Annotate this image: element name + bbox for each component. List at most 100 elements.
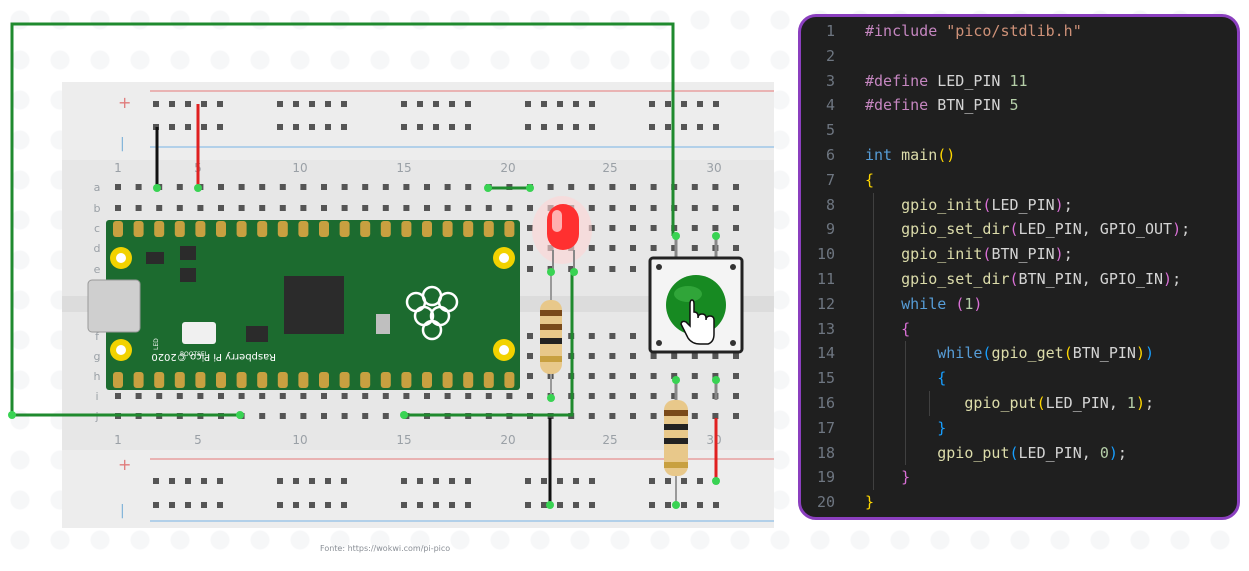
pico-pin (401, 221, 412, 237)
rail-hole (465, 101, 471, 107)
usb-port-icon (87, 279, 141, 333)
tie-point (527, 353, 533, 359)
tie-point (135, 205, 142, 211)
rail-hole (713, 502, 719, 508)
tie-point (527, 205, 533, 211)
code-token: BTN_PIN (991, 245, 1055, 264)
tie-point (444, 205, 451, 211)
rail-hole (525, 101, 531, 107)
rail-hole (649, 478, 655, 484)
code-token: () (937, 146, 956, 164)
code-token (865, 419, 937, 437)
rail-hole (541, 124, 547, 130)
rail-hole (713, 101, 719, 107)
row-letter: d (94, 242, 101, 255)
code-token: #define (865, 96, 938, 115)
column-number: 30 (706, 433, 721, 447)
pico-pin (298, 372, 309, 388)
tie-point (568, 184, 575, 190)
pico-pin (483, 221, 494, 237)
rail-minus-top: | (120, 136, 125, 152)
code-token: gpio_get (991, 344, 1064, 363)
tie-point (630, 393, 636, 399)
mounting-hole-center (116, 253, 126, 263)
tie-point (465, 184, 472, 190)
tie-point (444, 184, 451, 190)
tie-point (712, 205, 719, 211)
code-token: gpio_set_dir (901, 220, 1010, 239)
code-token: 5 (1009, 96, 1019, 115)
wire-green-loop (10, 22, 675, 415)
tie-point (403, 184, 410, 190)
tie-point (135, 184, 142, 190)
tie-point (691, 225, 698, 231)
row-letter: f (95, 330, 100, 343)
circuit-diagram: +|+|151015202530151015202530abcdefghijBO… (8, 22, 774, 528)
tie-point (135, 393, 142, 399)
row-letter: g (94, 350, 101, 363)
pico-pin (339, 221, 350, 237)
pico-pin (463, 372, 474, 388)
rail-hole (665, 502, 671, 508)
indent-guide (873, 192, 874, 491)
tie-point (630, 225, 636, 231)
tie-point (733, 225, 739, 231)
rail-hole (169, 101, 175, 107)
tie-point (527, 373, 533, 379)
line-number: 16 (816, 394, 835, 412)
tie-point (609, 225, 616, 231)
code-line: 19 } (801, 465, 1237, 490)
tie-point (650, 245, 657, 251)
rail-hole (309, 124, 315, 130)
bootsel-label: BOOTSEL (180, 351, 209, 358)
tie-point (588, 205, 595, 211)
code-token: gpio_init (901, 195, 983, 214)
pico-pin (360, 221, 371, 237)
rail-hole (649, 502, 655, 508)
chip-small (246, 326, 268, 342)
tie-point (259, 413, 266, 419)
hand-cursor-icon (680, 299, 715, 345)
rail-hole (293, 124, 299, 130)
tie-point (733, 353, 739, 359)
rail-hole (169, 124, 175, 130)
rail-hole (401, 101, 407, 107)
tie-point (300, 205, 307, 211)
rail-hole (433, 478, 439, 484)
pico-pin (277, 221, 288, 237)
rail-minus-bottom: | (120, 503, 125, 519)
tie-point (650, 225, 657, 231)
tie-point (300, 413, 307, 419)
button-screw (656, 340, 662, 346)
code-token: 0 (1099, 443, 1109, 462)
row-letter: i (95, 390, 98, 403)
rail-plus-bottom: + (118, 455, 131, 474)
code-token: gpio_put (937, 443, 1010, 462)
code-token: ; (1063, 245, 1073, 264)
code-line: 17 } (801, 416, 1237, 441)
tie-point (733, 373, 739, 379)
tie-point (362, 393, 369, 399)
tie-point (650, 353, 657, 359)
code-token (865, 468, 901, 486)
code-token (865, 394, 964, 412)
tie-point (218, 393, 224, 399)
tie-point (259, 205, 266, 211)
code-token: ( (1009, 220, 1019, 239)
line-number: 12 (816, 294, 835, 313)
pico-pin (298, 221, 309, 237)
rail-hole (277, 124, 283, 130)
rail-hole (665, 478, 671, 484)
code-token: LED_PIN (937, 71, 1010, 90)
code-line: 8 gpio_init(LED_PIN); (801, 193, 1237, 218)
rail-hole (681, 502, 687, 508)
line-number: 9 (825, 220, 835, 239)
wire-endpoint (712, 232, 720, 240)
mounting-hole-center (116, 345, 126, 355)
pico-pin (504, 372, 515, 388)
rail-plus-top: + (118, 93, 131, 112)
tie-point (568, 266, 575, 272)
code-token (865, 369, 937, 387)
